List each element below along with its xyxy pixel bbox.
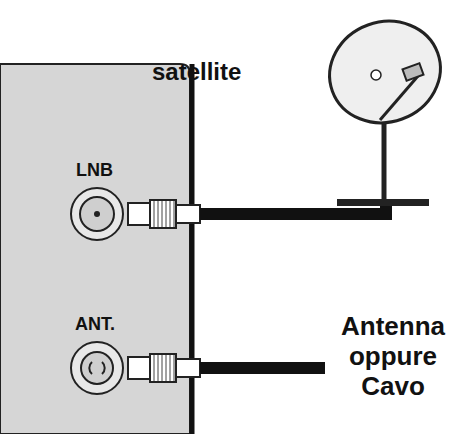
lnb-plug [128,200,200,228]
cable-label: Antenna oppure Cavo [318,312,468,402]
antenna-cable [200,362,325,374]
ant-plug [128,354,200,382]
satellite-dish [315,6,454,206]
satellite-label: satellite [152,58,241,86]
ant-socket [71,342,123,394]
panel-edge [190,64,195,434]
tv-panel [0,64,190,434]
lnb-socket [71,188,123,240]
socket-label: ANT. [75,314,115,335]
socket-label: LNB [76,160,113,181]
